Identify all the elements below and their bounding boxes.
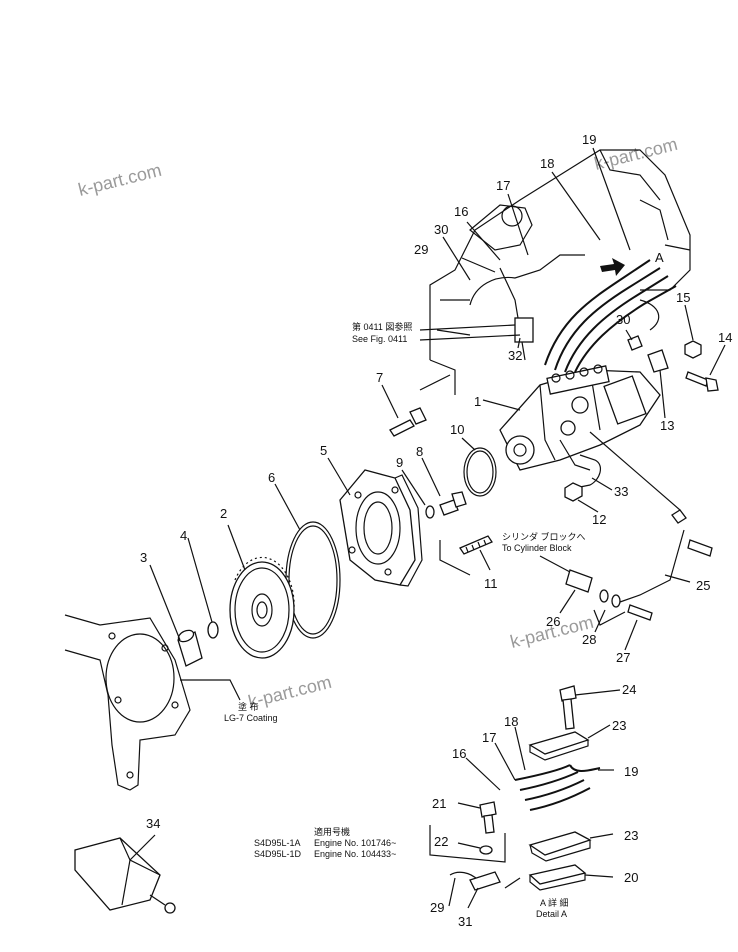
washers-28 bbox=[599, 589, 621, 608]
part-number: 5 bbox=[320, 443, 327, 458]
part-number: 1 bbox=[474, 394, 481, 409]
part-number: 21 bbox=[432, 796, 446, 811]
note-detail-jp: A 詳 細 bbox=[540, 897, 569, 908]
part-number: 2 bbox=[220, 506, 227, 521]
leader-lines bbox=[129, 147, 726, 909]
part-number: 17 bbox=[496, 178, 510, 193]
part-number: 32 bbox=[508, 348, 522, 363]
bolt-7 bbox=[389, 407, 427, 437]
arrow-label-a: A bbox=[655, 250, 664, 265]
part-number: 12 bbox=[592, 512, 606, 527]
part-number: 16 bbox=[452, 746, 466, 761]
bolt-24 bbox=[559, 685, 577, 730]
part-number: 16 bbox=[454, 204, 468, 219]
washer-4 bbox=[207, 621, 219, 639]
stud-11 bbox=[459, 535, 493, 555]
part-number: 34 bbox=[146, 816, 160, 831]
engine-block bbox=[419, 149, 691, 395]
part-number: 25 bbox=[696, 578, 710, 593]
part-number: 13 bbox=[660, 418, 674, 433]
gear-2 bbox=[229, 556, 295, 659]
part-number: 29 bbox=[414, 242, 428, 257]
engine1-model: S4D95L-1A bbox=[254, 838, 301, 848]
engine2-model: S4D95L-1D bbox=[254, 849, 302, 859]
part-number: 28 bbox=[582, 632, 596, 647]
watermark: k-part.com bbox=[76, 160, 163, 200]
part-number: 14 bbox=[718, 330, 732, 345]
o-ring-10 bbox=[463, 447, 497, 497]
part-number: 33 bbox=[614, 484, 628, 499]
part-number: 29 bbox=[430, 900, 444, 915]
part-number: 23 bbox=[624, 828, 638, 843]
note-detail-en: Detail A bbox=[536, 909, 567, 919]
part-number: 8 bbox=[416, 444, 423, 459]
note-applicable-jp: 適用号機 bbox=[314, 826, 350, 837]
part-number: 9 bbox=[396, 455, 403, 470]
part-number: 22 bbox=[434, 834, 448, 849]
clip-30-right bbox=[627, 335, 643, 351]
part-number: 3 bbox=[140, 550, 147, 565]
part-number: 17 bbox=[482, 730, 496, 745]
washer-9 bbox=[425, 505, 435, 519]
note-cyl-block-jp: シリンダ ブロックへ bbox=[502, 531, 586, 542]
note-coating-en: LG-7 Coating bbox=[224, 713, 278, 723]
watermark: k-part.com bbox=[246, 672, 333, 712]
note-coating-jp: 塗 布 bbox=[238, 701, 259, 712]
injection-pipes bbox=[469, 254, 677, 373]
part-number: 4 bbox=[180, 528, 187, 543]
detail-pipes bbox=[514, 764, 601, 811]
bolt-21 bbox=[479, 801, 497, 834]
engine2-no: Engine No. 104433~ bbox=[314, 849, 396, 859]
clamp-22-box bbox=[429, 825, 506, 863]
gear-case bbox=[64, 614, 191, 791]
clip-31 bbox=[469, 871, 501, 891]
note-see-fig-jp: 第 0411 図参照 bbox=[352, 321, 412, 332]
bracket-20 bbox=[528, 864, 587, 885]
part-number: 11 bbox=[484, 576, 498, 591]
part-number: 31 bbox=[458, 914, 472, 929]
part-number: 30 bbox=[616, 312, 630, 327]
fuel-pipe-33 bbox=[574, 454, 602, 489]
bolt-27 bbox=[627, 604, 653, 621]
part-number: 26 bbox=[546, 614, 560, 629]
watermark: k-part.com bbox=[592, 134, 679, 174]
note-cyl-block-en: To Cylinder Block bbox=[502, 543, 572, 553]
clamp-23-upper bbox=[528, 731, 590, 755]
part-number: 27 bbox=[616, 650, 630, 665]
bolt-8 bbox=[439, 491, 467, 516]
part-number: 6 bbox=[268, 470, 275, 485]
housing-5 bbox=[339, 469, 423, 587]
injection-pump bbox=[499, 364, 661, 471]
part-number: 30 bbox=[434, 222, 448, 237]
bushing-3 bbox=[177, 629, 203, 667]
part-number: 20 bbox=[624, 870, 638, 885]
part-number: 23 bbox=[612, 718, 626, 733]
part-number: 19 bbox=[624, 764, 638, 779]
bracket-13 bbox=[647, 349, 669, 373]
fuel-pipe-25 bbox=[589, 431, 713, 603]
part-34 bbox=[74, 837, 176, 914]
part-number: 18 bbox=[540, 156, 554, 171]
part-number: 18 bbox=[504, 714, 518, 729]
notes: 第 0411 図参照 See Fig. 0411 シリンダ ブロックへ To C… bbox=[224, 321, 586, 919]
clamp-23-lower bbox=[528, 831, 592, 856]
part-number: 7 bbox=[376, 370, 383, 385]
part-number: 19 bbox=[582, 132, 596, 147]
o-ring-6 bbox=[285, 521, 341, 639]
view-arrow-a: A bbox=[600, 250, 664, 276]
part-number-labels: 1 2 3 4 5 6 7 8 9 10 11 12 13 14 15 16 1… bbox=[140, 132, 732, 929]
nut-15 bbox=[684, 340, 702, 359]
note-see-fig-en: See Fig. 0411 bbox=[352, 334, 407, 344]
engine1-no: Engine No. 101746~ bbox=[314, 838, 396, 848]
part-number: 10 bbox=[450, 422, 464, 437]
bolt-14 bbox=[685, 371, 719, 392]
washer-22 bbox=[479, 845, 493, 855]
part-number: 24 bbox=[622, 682, 636, 697]
connector-26 bbox=[565, 569, 593, 593]
part-number: 15 bbox=[676, 290, 690, 305]
nut-12 bbox=[564, 482, 583, 502]
